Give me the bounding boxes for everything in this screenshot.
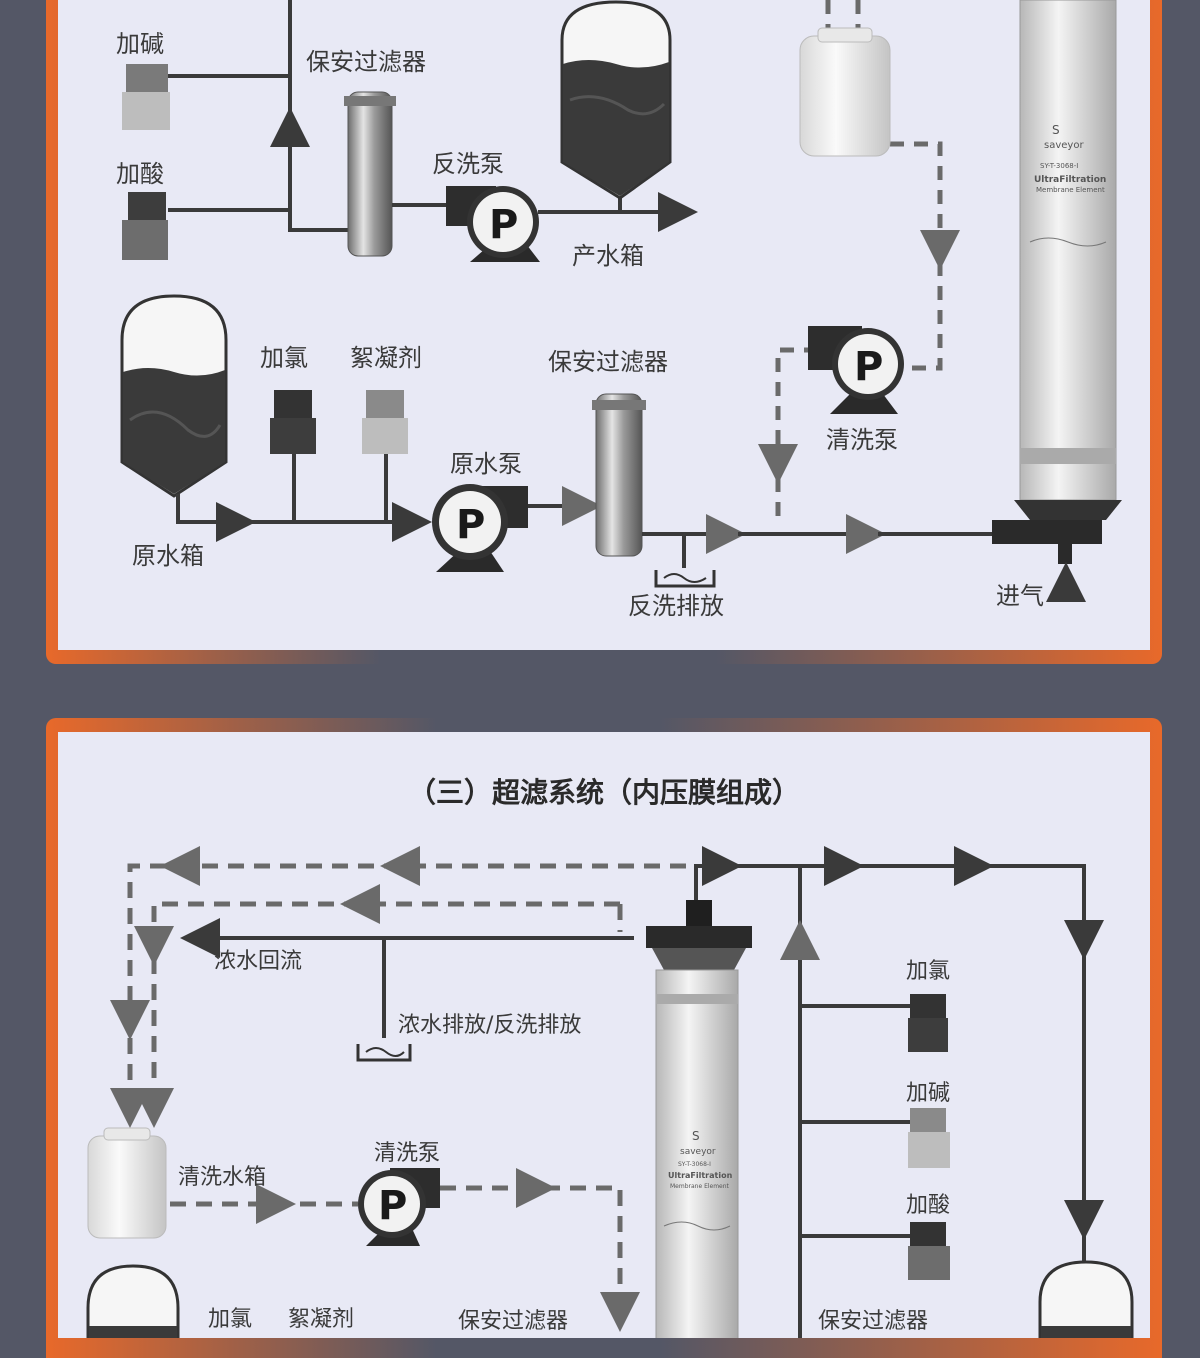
raw-water-pump: P (432, 484, 528, 572)
discharge-basin-bottom (356, 1044, 412, 1062)
label-concentrate-return: 浓水回流 (214, 949, 302, 974)
raw-water-tank (120, 294, 228, 498)
top-panel: 加碱 加酸 保安过滤器 P 反洗泵 产水箱 原水箱 (58, 0, 1150, 650)
label-raw-pump: 原水泵 (450, 450, 522, 478)
alkali-dosing-box (122, 64, 170, 130)
chlorine-dosing-right (908, 994, 948, 1052)
label-add-acid: 加酸 (116, 160, 164, 188)
uf-membrane-element: S saveyor SY-T-3068-I UltraFiltration Me… (992, 0, 1122, 564)
concentrate-line (180, 918, 634, 1038)
bottom-diagram: （三）超滤系统（内压膜组成） 浓水回流 浓水排放/反洗排放 (86, 776, 1134, 1338)
acid-dosing-right (908, 1222, 950, 1280)
return-arrows (110, 846, 640, 1332)
label-cleaning-pump: 清洗泵 (826, 426, 898, 454)
label-cleaning-pump-bottom: 清洗泵 (374, 1141, 440, 1166)
product-tank (560, 0, 672, 200)
label-add-chlorine-left: 加氯 (208, 1307, 252, 1332)
label-air-inlet: 进气 (996, 582, 1044, 610)
label-backwash-discharge: 反洗排放 (628, 592, 724, 620)
backwash-pump: P (446, 186, 540, 262)
discharge-basin (654, 570, 716, 588)
cleaning-pump-symbol-bottom: P (378, 1183, 407, 1229)
raw-tank-partial (86, 1264, 180, 1338)
cleaning-pump: P (808, 326, 904, 414)
label-add-chlorine-right: 加氯 (906, 959, 950, 984)
bottom-panel: （三）超滤系统（内压膜组成） 浓水回流 浓水排放/反洗排放 (58, 732, 1150, 1338)
uf-membrane-element-bottom: S saveyor SY-T-3068-I UltraFiltration Me… (646, 900, 752, 1338)
label-add-alkali-right: 加碱 (906, 1081, 950, 1106)
membrane-name-2: Membrane Element (1036, 186, 1105, 194)
cleaning-return-lines (127, 863, 686, 1316)
chlorine-dosing-box (270, 390, 316, 454)
label-raw-tank: 原水箱 (132, 542, 204, 570)
label-product-tank: 产水箱 (572, 242, 644, 270)
backwash-pump-symbol: P (489, 202, 518, 248)
feed-line (642, 514, 998, 568)
membrane-model-2: SY-T-3068-I (678, 1161, 711, 1168)
label-flocculant-bottom: 絮凝剂 (288, 1307, 354, 1332)
acid-dosing-box (122, 192, 168, 260)
label-security-filter-right: 保安过滤器 (818, 1309, 928, 1334)
raw-pump-symbol: P (456, 502, 485, 548)
membrane-logo-mark: S (1052, 123, 1060, 137)
membrane-brand: saveyor (1044, 140, 1084, 151)
flocculant-dosing-box (362, 390, 408, 454)
membrane-name-1b: UltraFiltration (668, 1171, 733, 1180)
cleaning-pump-symbol: P (854, 344, 883, 390)
membrane-model: SY-T-3068-I (1040, 162, 1078, 170)
membrane-name-2b: Membrane Element (670, 1183, 730, 1190)
label-add-acid-right: 加酸 (906, 1193, 950, 1218)
label-security-filter-2: 保安过滤器 (548, 348, 668, 376)
cleaning-water-tank-bottom (87, 1127, 167, 1239)
cleaning-water-tank (799, 27, 891, 157)
label-security-filter-left: 保安过滤器 (458, 1309, 568, 1334)
section-title: （三）超滤系统（内压膜组成） (408, 776, 800, 809)
label-add-chlorine: 加氯 (260, 344, 308, 372)
label-backwash-pump: 反洗泵 (432, 150, 504, 178)
product-arrows (702, 846, 1104, 1240)
label-flocculant: 絮凝剂 (350, 344, 422, 372)
membrane-name-1: UltraFiltration (1034, 175, 1106, 185)
raw-water-line (176, 450, 432, 542)
label-cleaning-tank: 清洗水箱 (178, 1165, 266, 1190)
product-tank-partial (1038, 1260, 1134, 1338)
alkali-dosing-right (908, 1108, 950, 1168)
security-filter-1 (344, 91, 396, 257)
label-security-filter-1: 保安过滤器 (306, 48, 426, 76)
membrane-logo-mark-2: S (692, 1129, 700, 1143)
membrane-brand-2: saveyor (680, 1147, 716, 1157)
dosing-lines (168, 0, 348, 232)
top-diagram: 加碱 加酸 保安过滤器 P 反洗泵 产水箱 原水箱 (116, 0, 1122, 620)
product-line (694, 864, 1086, 1338)
label-add-alkali: 加碱 (116, 30, 164, 58)
cleaning-pump-bottom: P (358, 1168, 440, 1246)
security-filter-2 (592, 393, 646, 557)
label-concentrate-discharge: 浓水排放/反洗排放 (398, 1013, 581, 1038)
